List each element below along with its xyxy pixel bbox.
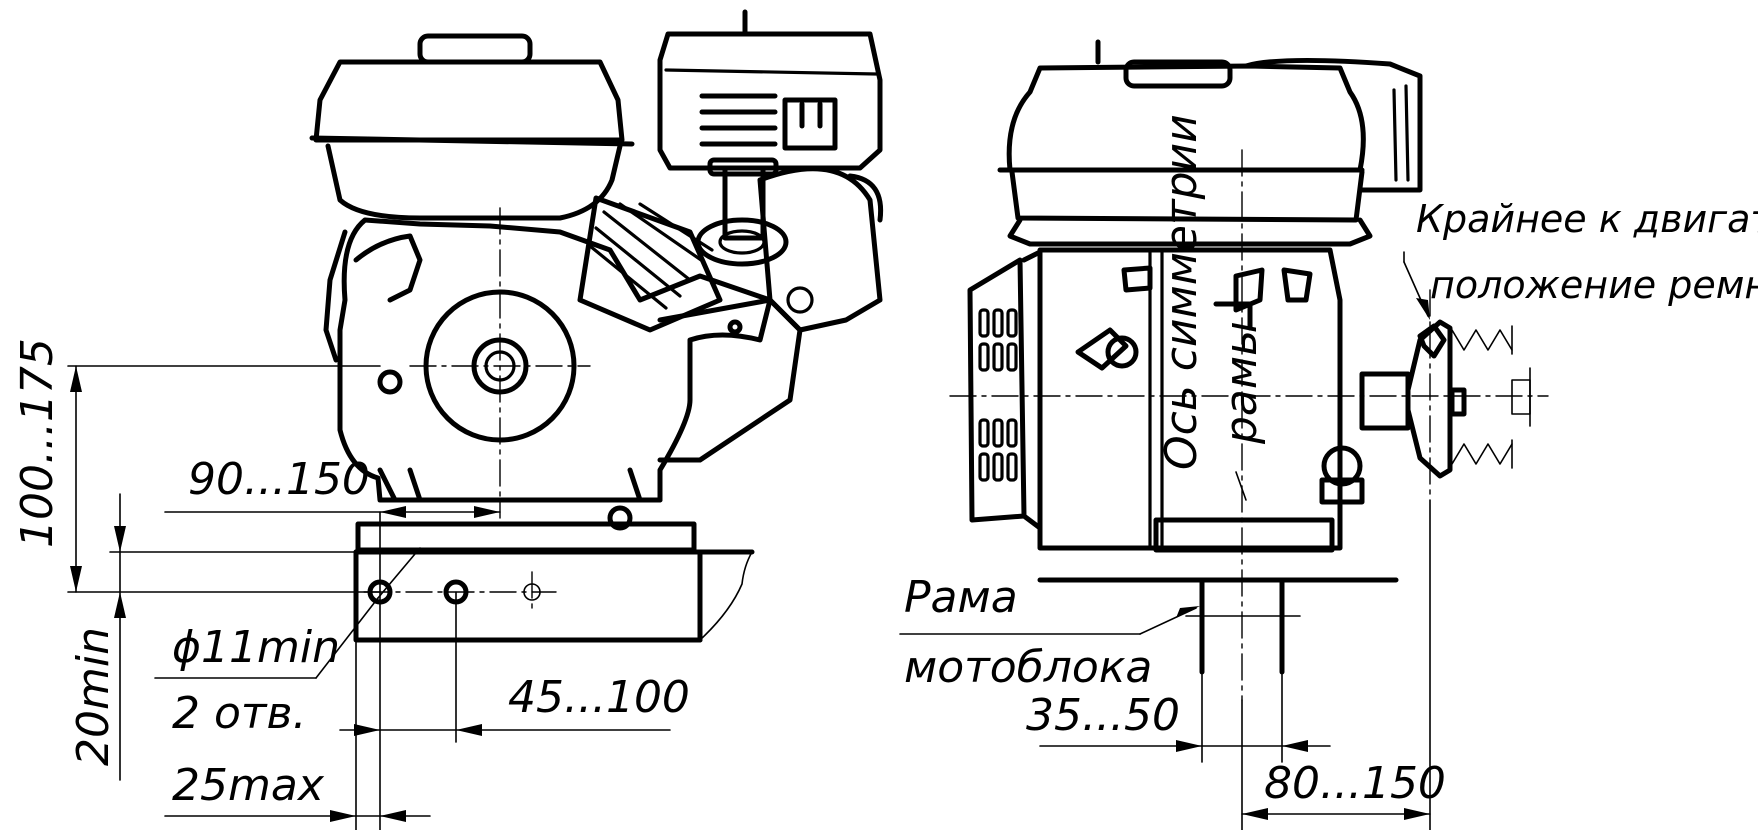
vent-slots	[978, 308, 1018, 482]
engine-side-view	[309, 9, 884, 643]
left-dimensions	[67, 365, 671, 830]
axis-label-line2: рамы	[1216, 321, 1267, 445]
dim-height-label: 100...175	[12, 338, 63, 548]
frame-label-line2: мотоблока	[904, 642, 1152, 693]
dim-offset-label: 90...150	[188, 454, 370, 505]
dim-belt-offset-label: 80...150	[1264, 758, 1446, 809]
frame-label-line1: Рама	[904, 572, 1018, 623]
dim-hole-count-label: 2 отв.	[172, 688, 306, 739]
dim-edge-25max-label: 25max	[172, 760, 325, 811]
dim-edge-20min-label: 20min	[68, 627, 119, 766]
right-dimensions	[899, 251, 1431, 830]
dim-frame-width-label: 35...50	[1026, 690, 1180, 741]
belt-label-line2: положение ремня	[1430, 263, 1758, 307]
engine-front-view	[949, 39, 1549, 701]
labels: 100...175 90...150 ϕ11min 2 отв. 20min 4…	[12, 114, 1758, 811]
axis-label-line1: Ось симметрии	[1156, 114, 1207, 470]
dim-hole-diameter-label: ϕ11min	[172, 622, 340, 673]
belt-label-line1: Крайнее к двигателю	[1416, 197, 1758, 241]
dim-spacing-label: 45...100	[508, 672, 690, 723]
